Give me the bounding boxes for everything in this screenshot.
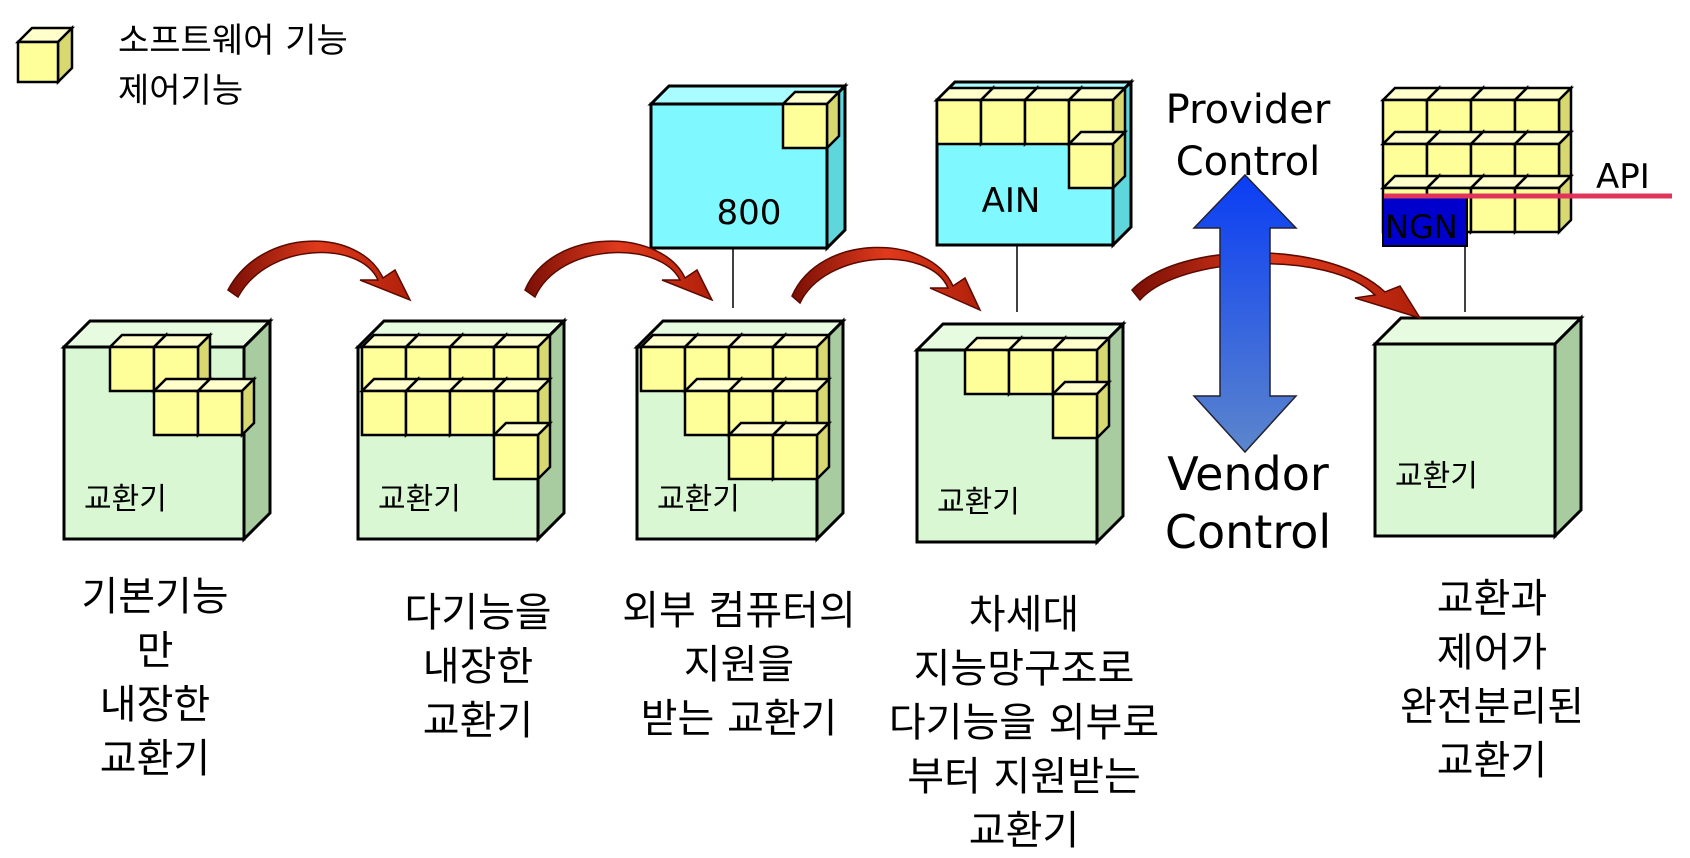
function-cube-front: [196, 389, 244, 437]
function-cube-front: [1023, 98, 1071, 146]
caption-line: 기본기능: [81, 574, 228, 620]
switch-box-5-top: [1371, 316, 1585, 346]
function-cube-front: [979, 98, 1027, 146]
function-cube-front: [16, 40, 60, 84]
legend-line-1: 소프트웨어 기능: [118, 21, 348, 61]
switch-box-5: 교환기: [1371, 314, 1585, 540]
provider-vendor-double-arrow: [1192, 173, 1298, 454]
vendor-label-1: Vendor: [1167, 447, 1329, 501]
platform-ain-label: AIN: [982, 181, 1041, 221]
function-cube-front: [935, 98, 983, 146]
caption-line: 제어가: [1437, 630, 1547, 676]
legend-line-2: 제어기능: [118, 71, 243, 111]
provider-label-2: Control: [1176, 139, 1321, 185]
curved-arrow-2: [524, 240, 714, 302]
caption-line: 교환기: [969, 808, 1079, 854]
function-cube-front: [727, 433, 775, 481]
switch-box-5-side: [1553, 314, 1583, 540]
function-cube-front: [781, 102, 829, 150]
vendor-label-2: Control: [1165, 505, 1331, 559]
curved-arrow-1: [227, 240, 412, 302]
caption-line: 부터 지원받는: [907, 754, 1141, 800]
function-cube-front: [360, 389, 408, 437]
function-cube-front: [404, 389, 452, 437]
api-label: API: [1596, 157, 1650, 197]
caption-line: 지능망구조로: [914, 646, 1135, 692]
function-cube-front: [448, 389, 496, 437]
caption-line: 교환기: [100, 736, 210, 782]
function-cube-front: [1051, 392, 1099, 440]
function-cube-front: [108, 345, 156, 393]
provider-label-1: Provider: [1166, 87, 1331, 133]
switch-box-2: 교환기: [354, 317, 568, 543]
caption-line: 내장한: [100, 682, 210, 728]
caption-line: 다기능을: [404, 590, 551, 636]
platform-800: 800: [647, 82, 849, 252]
platform-ngn: NGN: [1379, 84, 1575, 247]
switch-label: 교환기: [378, 482, 461, 517]
function-cube-front: [639, 345, 687, 393]
caption-line: 다기능을 외부로: [889, 700, 1159, 746]
function-cube: [1511, 172, 1575, 236]
function-cube: [769, 419, 833, 483]
curved-arrow-4: [1131, 252, 1422, 320]
function-cube-front: [152, 389, 200, 437]
function-cube: [779, 88, 843, 152]
platform-ngn-label: NGN: [1385, 208, 1458, 246]
function-cube: [194, 375, 258, 439]
caption-line: 차세대: [969, 592, 1079, 638]
caption-line: 받는 교환기: [641, 696, 838, 742]
function-cube-front: [963, 348, 1011, 396]
ngn-block: [1382, 194, 1468, 247]
curved-arrows: [227, 240, 1422, 320]
switch-label: 교환기: [657, 482, 740, 517]
legend-cube: [14, 24, 76, 86]
legend: 소프트웨어 기능 제어기능: [14, 21, 348, 111]
function-cube-front: [1007, 348, 1055, 396]
switch-box-3: 교환기: [633, 317, 847, 543]
legend-cube-icon: [14, 24, 76, 86]
switch-label: 교환기: [1395, 459, 1478, 494]
caption-line: 만: [137, 628, 174, 674]
curved-arrow-3: [791, 246, 982, 312]
function-cube-front: [492, 433, 540, 481]
caption-line: 외부 컴퓨터의: [622, 588, 856, 634]
caption-line: 교환과: [1437, 576, 1547, 622]
caption-line: 지원을: [684, 642, 794, 688]
platform-boxes: 800 AIN NGN: [647, 78, 1575, 252]
switch-label: 교환기: [84, 482, 167, 517]
function-cube: [490, 419, 554, 483]
function-cube-front: [683, 389, 731, 437]
switch-box-5-front: [1373, 342, 1557, 538]
caption-line: 교환기: [1437, 738, 1547, 784]
function-cube: [1065, 128, 1129, 192]
switch-box-4: 교환기: [913, 320, 1127, 546]
function-cube-front: [1067, 142, 1115, 190]
caption-line: 완전분리된: [1400, 684, 1584, 730]
switch-label: 교환기: [937, 485, 1020, 520]
caption-line: 내장한: [423, 644, 533, 690]
platform-800-label: 800: [717, 193, 782, 233]
function-cube: [1049, 378, 1113, 442]
connector-lines: [732, 245, 1466, 312]
function-cube-front: [771, 433, 819, 481]
platform-ain: AIN: [933, 78, 1135, 249]
switch-box-1: 교환기: [60, 317, 274, 543]
caption-line: 교환기: [423, 698, 533, 744]
